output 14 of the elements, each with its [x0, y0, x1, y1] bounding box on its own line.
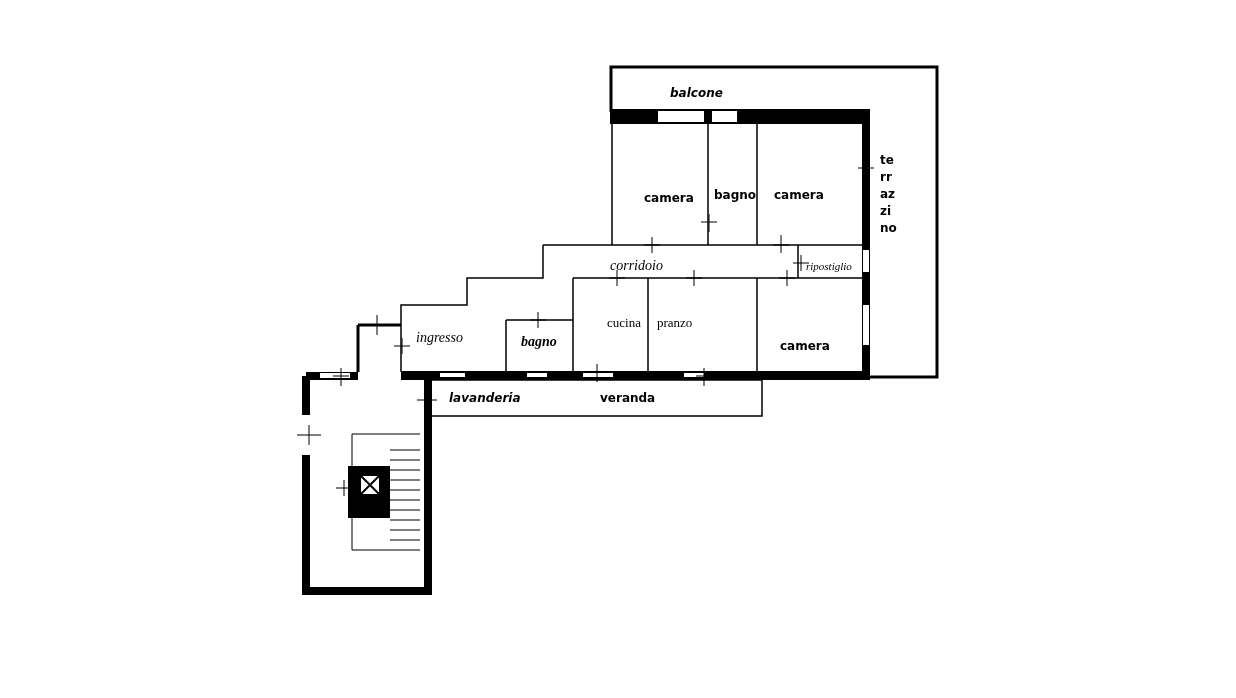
- room-label: ingresso: [416, 330, 463, 345]
- room-label: lavanderia: [449, 391, 521, 406]
- room-label: corridoio: [610, 258, 663, 273]
- room-label: camera: [644, 191, 694, 206]
- room-label: balcone: [670, 86, 723, 101]
- room-label: ripostiglio: [806, 259, 852, 274]
- room-label: cucina: [607, 315, 641, 330]
- room-label: veranda: [600, 391, 656, 406]
- room-label: bagno: [714, 188, 757, 203]
- room-label: pranzo: [657, 315, 693, 330]
- room-label: camera: [774, 188, 824, 203]
- room-label: te rr az zi no: [880, 152, 896, 237]
- room-label: bagno: [521, 334, 557, 349]
- room-label: camera: [780, 339, 830, 354]
